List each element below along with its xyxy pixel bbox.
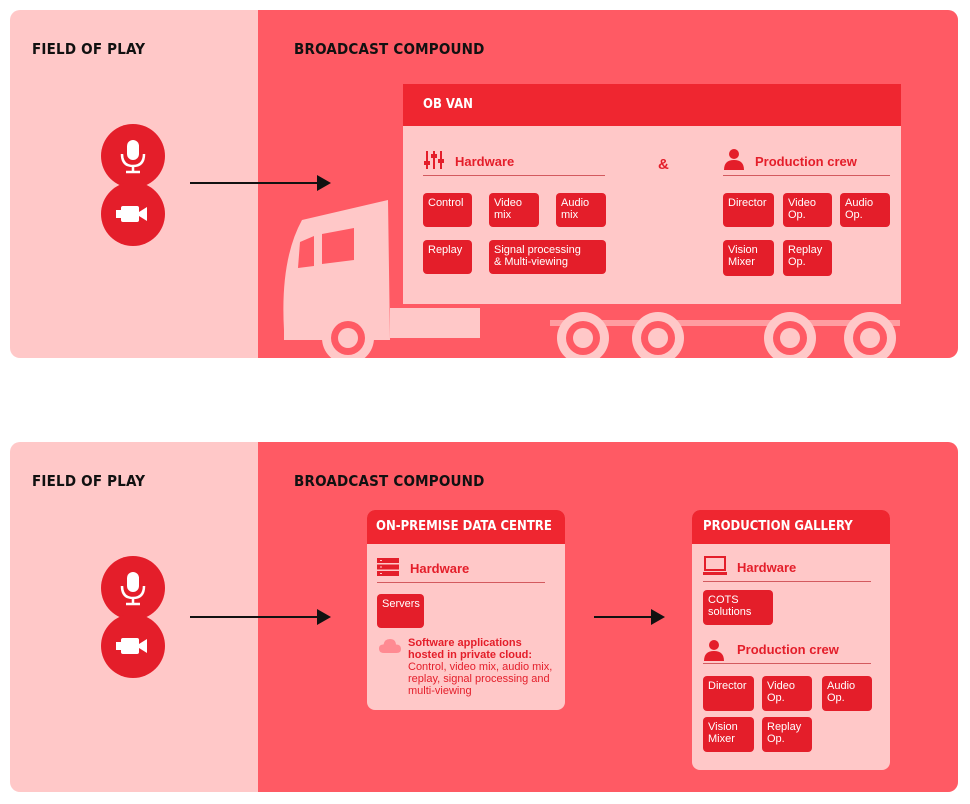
- field-of-play-title: FIELD OF PLAY: [32, 472, 146, 490]
- chip-signal-processing: Signal processing & Multi-viewing: [489, 240, 606, 274]
- arrow-field-to-data-centre: [190, 609, 331, 625]
- production-crew-label: Production crew: [737, 642, 839, 657]
- chip-control: Control: [423, 193, 472, 227]
- chip-vision-mixer: Vision Mixer: [703, 717, 754, 752]
- hardware-divider: [703, 581, 871, 582]
- truck-icon: [283, 200, 900, 358]
- broadcast-compound-title: BROADCAST COMPOUND: [294, 40, 485, 58]
- chip-cots-solutions: COTS solutions: [703, 590, 773, 625]
- camera-circle: [101, 182, 165, 246]
- chip-audio-mix: Audio mix: [556, 193, 606, 227]
- remote-production-workflow-panel: FIELD OF PLAY BROADCAST COMPOUND ON-PREM…: [10, 442, 958, 792]
- crew-divider: [723, 175, 890, 176]
- hardware-divider: [423, 175, 605, 176]
- microphone-circle: [101, 124, 165, 188]
- data-centre-box: ON-PREMISE DATA CENTRE Hardware Servers …: [367, 510, 565, 710]
- chip-director: Director: [703, 676, 754, 711]
- video-camera-icon: [116, 206, 147, 222]
- monitor-icon: [703, 556, 727, 575]
- chip-video-op: Video Op.: [762, 676, 812, 711]
- chip-replay-op: Replay Op.: [783, 240, 832, 276]
- cloud-note-title: Software applications hosted in private …: [408, 637, 533, 661]
- hardware-label: Hardware: [410, 561, 470, 576]
- chip-audio-op: Audio Op.: [822, 676, 872, 711]
- hardware-divider: [377, 582, 545, 583]
- field-of-play-title: FIELD OF PLAY: [32, 40, 146, 58]
- person-icon: [724, 149, 744, 170]
- person-icon: [704, 640, 724, 661]
- cloud-icon: [379, 639, 401, 653]
- hardware-label: Hardware: [455, 154, 515, 169]
- video-camera-icon: [116, 638, 147, 654]
- mixer-sliders-icon: [424, 151, 444, 169]
- cloud-note-text: Control, video mix, audio mix, replay, s…: [408, 661, 553, 697]
- broadcast-compound-area: BROADCAST COMPOUND ON-PREMISE DATA CENTR…: [258, 442, 958, 792]
- camera-circle: [101, 614, 165, 678]
- ob-van-box: OB VAN Hardware & Production crew Contro…: [403, 84, 901, 304]
- chip-vision-mixer: Vision Mixer: [723, 240, 774, 276]
- broadcast-compound-area: BROADCAST COMPOUND: [258, 10, 958, 358]
- arrow-field-to-compound: [190, 175, 331, 191]
- ob-van-workflow-panel: FIELD OF PLAY BROADCAST COMPOUND: [10, 10, 958, 358]
- ampersand: &: [658, 156, 669, 173]
- microphone-icon: [120, 140, 146, 174]
- chip-video-op: Video Op.: [783, 193, 832, 227]
- chip-servers: Servers: [377, 594, 424, 628]
- production-gallery-box: PRODUCTION GALLERY Hardware COTS solutio…: [692, 510, 890, 770]
- hardware-label: Hardware: [737, 560, 797, 575]
- production-crew-label: Production crew: [755, 154, 857, 169]
- data-centre-title: ON-PREMISE DATA CENTRE: [367, 510, 565, 544]
- microphone-icon: [120, 572, 146, 606]
- chip-audio-op: Audio Op.: [840, 193, 890, 227]
- cloud-software-note: Software applications hosted in private …: [408, 637, 558, 697]
- crew-divider: [703, 663, 871, 664]
- production-gallery-title: PRODUCTION GALLERY: [692, 510, 890, 544]
- broadcast-compound-title: BROADCAST COMPOUND: [294, 472, 485, 490]
- chip-director: Director: [723, 193, 774, 227]
- arrow-data-centre-to-gallery: [594, 609, 665, 625]
- chip-video-mix: Video mix: [489, 193, 539, 227]
- chip-replay-op: Replay Op.: [762, 717, 812, 752]
- chip-replay: Replay: [423, 240, 472, 274]
- ob-van-title: OB VAN: [403, 84, 901, 126]
- server-rack-icon: [377, 558, 399, 576]
- microphone-circle: [101, 556, 165, 620]
